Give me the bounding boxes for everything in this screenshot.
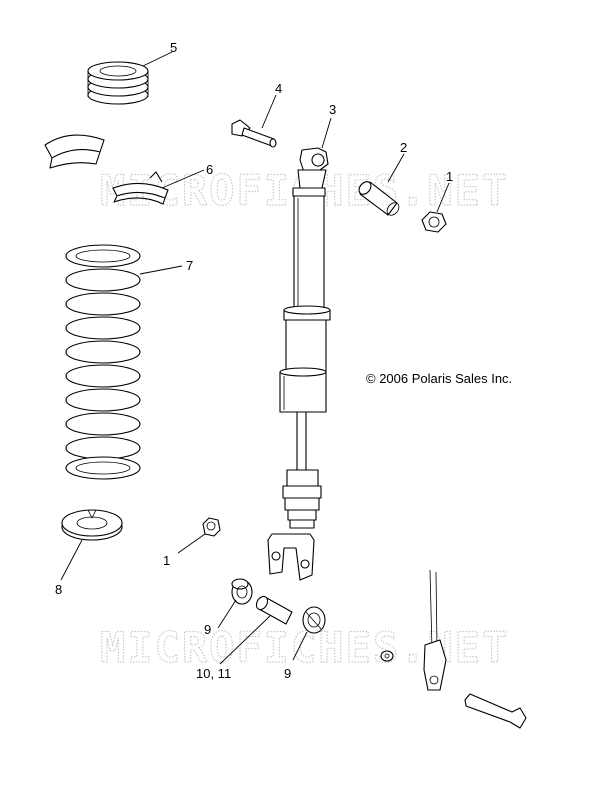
part-5-spring-seat (87, 61, 149, 105)
callout-10-11: 10, 11 (196, 666, 231, 681)
part-9-bushing-right (302, 606, 326, 634)
callout-4: 4 (275, 81, 282, 96)
callout-2: 2 (400, 140, 407, 155)
callout-5: 5 (170, 40, 177, 55)
watermark-bottom: MICROFICHES.NET (100, 623, 509, 672)
leader-lines (60, 51, 450, 665)
part-10-11-sleeve (255, 595, 293, 625)
callout-8: 8 (55, 582, 62, 597)
part-8-spring-seat (61, 509, 123, 541)
part-1-nut-lower (202, 517, 221, 537)
part-3-shock-absorber (267, 147, 331, 581)
callout-7: 7 (186, 258, 193, 273)
part-2-sleeve (358, 181, 400, 216)
part-6-retainer-upper (44, 134, 105, 169)
callout-3: 3 (329, 102, 336, 117)
callout-1-lower: 1 (163, 553, 170, 568)
part-4-bolt (231, 119, 277, 148)
callout-9-right: 9 (284, 666, 291, 681)
part-1-nut-upper (421, 211, 447, 233)
part-9-bushing-left (231, 578, 253, 605)
part-7-coil-spring (65, 244, 141, 480)
callout-6: 6 (206, 162, 213, 177)
copyright-notice: © 2006 Polaris Sales Inc. (366, 371, 512, 386)
callout-9-left: 9 (204, 622, 211, 637)
frame-reference (380, 569, 527, 729)
part-6-retainer-lower (112, 171, 169, 205)
callout-1-upper: 1 (446, 169, 453, 184)
